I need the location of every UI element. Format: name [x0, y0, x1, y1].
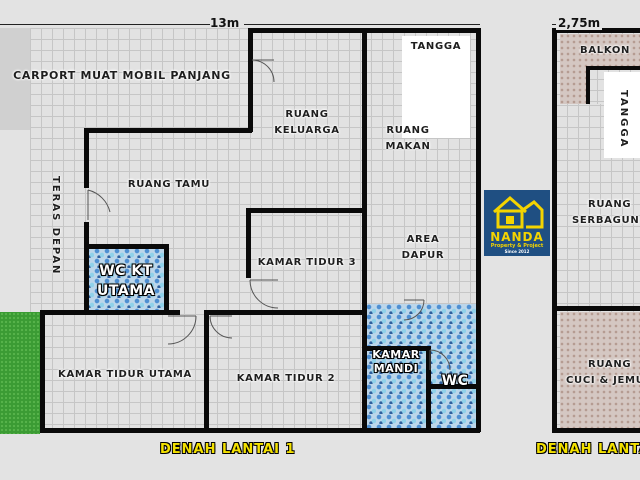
- wall: [40, 310, 180, 315]
- wall: [556, 306, 640, 311]
- door-swing-icon: [249, 279, 279, 309]
- wall: [362, 28, 367, 432]
- wall: [204, 310, 209, 432]
- dimension-13m: 13m: [210, 16, 240, 30]
- tangga2-label: TANGGA: [618, 90, 629, 149]
- door-swing-icon: [167, 315, 197, 345]
- area-dapur-label: DAPUR: [401, 250, 445, 261]
- kamar-tidur-3-label: KAMAR TIDUR 3: [257, 257, 357, 268]
- wall: [40, 428, 480, 433]
- door-swing-icon: [429, 349, 451, 371]
- kamar-mandi-label: KAMAR: [372, 348, 420, 361]
- door-swing-icon: [209, 315, 233, 339]
- logo-tagline: Property & Project: [490, 243, 544, 249]
- wall: [476, 28, 481, 432]
- logo-since: Since 2012: [504, 249, 530, 254]
- tangga-label: TANGGA: [410, 41, 462, 52]
- door-swing-icon: [251, 59, 275, 83]
- area-dapur-label: AREA: [406, 234, 440, 245]
- wall: [586, 66, 590, 104]
- wall: [204, 310, 364, 315]
- kamar-mandi-tiles: [366, 304, 478, 430]
- garden-grass: [0, 312, 40, 434]
- wall: [246, 208, 251, 278]
- wc-kt-utama-label: WC KT: [99, 263, 153, 279]
- wall: [40, 310, 45, 432]
- dimension-2-75m: 2,75m: [556, 16, 603, 30]
- wall: [246, 208, 364, 213]
- ruang-cuci-label: RUANG: [588, 359, 632, 370]
- dimension-line: [0, 24, 210, 25]
- house-icon: [493, 196, 544, 229]
- ruang-tamu-label: RUANG TAMU: [127, 179, 211, 190]
- ruang-cuci-tiles: [560, 312, 640, 430]
- balkon-label: BALKON: [580, 45, 631, 56]
- ruang-serbaguna-label: SERBAGUN: [572, 215, 640, 226]
- tangga2-stair-area: [604, 72, 640, 158]
- ruang-makan-label: RUANG: [386, 125, 430, 136]
- wall: [366, 346, 428, 351]
- tangga-stair-area: [402, 36, 470, 138]
- ruang-cuci-label: CUCI & JEMU: [566, 375, 640, 386]
- carport-label: CARPORT MUAT MOBIL PANJANG: [13, 69, 231, 82]
- wall: [84, 244, 168, 249]
- lantai1-title: DENAH LANTAI 1: [160, 442, 296, 457]
- kamar-tidur-utama-label: KAMAR TIDUR UTAMA: [58, 369, 192, 380]
- wall: [84, 128, 89, 188]
- door-swing-icon: [87, 189, 111, 220]
- wall: [426, 384, 478, 389]
- wall: [84, 222, 89, 312]
- dimension-line: [244, 24, 480, 25]
- ruang-keluarga-label: RUANG: [285, 109, 329, 120]
- door-swing-icon: [403, 299, 425, 321]
- kamar-tidur-2-label: KAMAR TIDUR 2: [236, 373, 336, 384]
- wall: [552, 428, 640, 433]
- ruang-serbaguna-label: RUANG: [588, 199, 632, 210]
- wc-kt-utama-label: UTAMA: [97, 283, 155, 299]
- ruang-keluarga-label: KELUARGA: [274, 125, 340, 136]
- lantai2-title: DENAH LANTA: [536, 442, 640, 457]
- wall: [164, 244, 169, 314]
- wall: [84, 128, 252, 133]
- wall: [552, 28, 557, 432]
- wall: [552, 28, 640, 33]
- wc-label: WC: [441, 373, 469, 389]
- wc-kt-utama-tiles: [84, 248, 166, 312]
- wall: [248, 28, 253, 132]
- ruang-makan-label: MAKAN: [385, 141, 431, 152]
- teras-label: TERAS DEPAN: [50, 176, 61, 276]
- wall: [586, 66, 640, 70]
- kamar-mandi-label: MANDI: [373, 362, 419, 375]
- nanda-logo: NANDA Property & Project Since 2012: [484, 190, 550, 256]
- logo-brand: NANDA: [490, 230, 544, 244]
